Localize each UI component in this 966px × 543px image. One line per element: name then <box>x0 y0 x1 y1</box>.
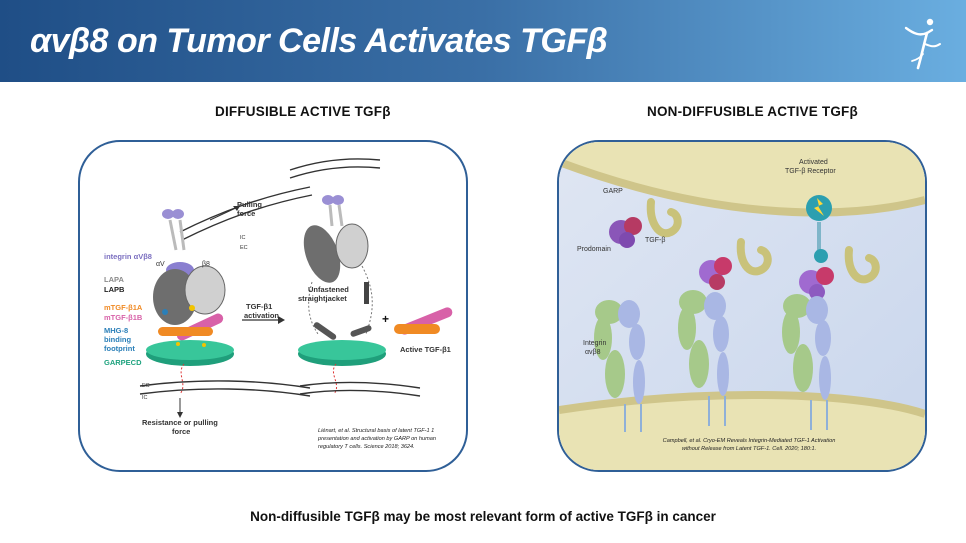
ec-bottom-label: EC <box>142 382 150 391</box>
beta8-label: β8 <box>202 260 210 269</box>
ec-top-label: EC <box>240 244 248 253</box>
unfastened-label-2: straightjacket <box>298 294 347 303</box>
activation-label-1: TGF-β1 <box>246 302 272 311</box>
diffusible-figure-panel: integrin αVβ8 LAPA LAPB mTGF-β1A mTGF-β1… <box>78 140 468 472</box>
integrin-label-right-2: αvβ8 <box>585 348 600 357</box>
receptor-label-1: Activated <box>799 158 828 167</box>
non-diffusible-figure-panel: GARP Prodomain TGF-β Activated TGF-β Rec… <box>557 140 927 472</box>
right-citation-line-1: Campbell, et al. Cryo-EM Reveals Integri… <box>629 437 869 445</box>
left-citation-line-3: regulatory T cells. Science 2018; 3624. <box>318 443 436 451</box>
slide-title: αvβ8 on Tumor Cells Activates TGFβ <box>30 22 607 61</box>
left-heading: DIFFUSIBLE ACTIVE TGFβ <box>215 104 391 119</box>
left-citation-line-1: Liénart, et al. Structural basis of late… <box>318 427 436 435</box>
right-citation-line-2: without Release from Latent TGF-1. Cell.… <box>629 445 869 453</box>
alpha-v-label: αV <box>156 260 165 269</box>
pulling-force-label-1: Pulling <box>237 200 262 209</box>
unfastened-label-1: Unfastened <box>308 285 349 294</box>
plus-sign: + <box>382 315 389 324</box>
lap-a-label: LAPA <box>104 275 124 284</box>
mhg8-label-3: footprint <box>104 344 135 353</box>
tgf-beta-label: TGF-β <box>645 236 665 245</box>
right-heading: NON-DIFFUSIBLE ACTIVE TGFβ <box>647 104 858 119</box>
ic-bottom-label: IC <box>142 394 148 403</box>
footer-statement: Non-diffusible TGFβ may be most relevant… <box>0 509 966 524</box>
lap-b-label: LAPB <box>104 285 124 294</box>
ic-top-label: IC <box>240 234 246 243</box>
leaping-figure-icon <box>900 14 946 70</box>
mtgf-a-label: mTGF-β1A <box>104 303 142 312</box>
resistance-label-1: Resistance or pulling <box>142 418 218 427</box>
mhg8-label-2: binding <box>104 335 131 344</box>
active-tgf-label: Active TGF-β1 <box>400 345 451 354</box>
garp-label-right: GARP <box>603 187 623 196</box>
title-banner: αvβ8 on Tumor Cells Activates TGFβ <box>0 0 966 82</box>
garp-label: GARPECD <box>104 358 142 367</box>
resistance-label-2: force <box>172 427 190 436</box>
prodomain-label: Prodomain <box>577 245 611 254</box>
integrin-label: integrin αVβ8 <box>104 252 152 261</box>
left-citation: Liénart, et al. Structural basis of late… <box>318 427 436 451</box>
right-citation: Campbell, et al. Cryo-EM Reveals Integri… <box>629 437 869 453</box>
mhg8-label-1: MHG-8 <box>104 326 128 335</box>
integrin-label-right-1: Integrin <box>583 339 606 348</box>
activation-label-2: activation <box>244 311 279 320</box>
receptor-label-2: TGF-β Receptor <box>785 167 836 176</box>
mtgf-b-label: mTGF-β1B <box>104 313 142 322</box>
pulling-force-label-2: force <box>237 209 255 218</box>
left-citation-line-2: presentation and activation by GARP on h… <box>318 435 436 443</box>
